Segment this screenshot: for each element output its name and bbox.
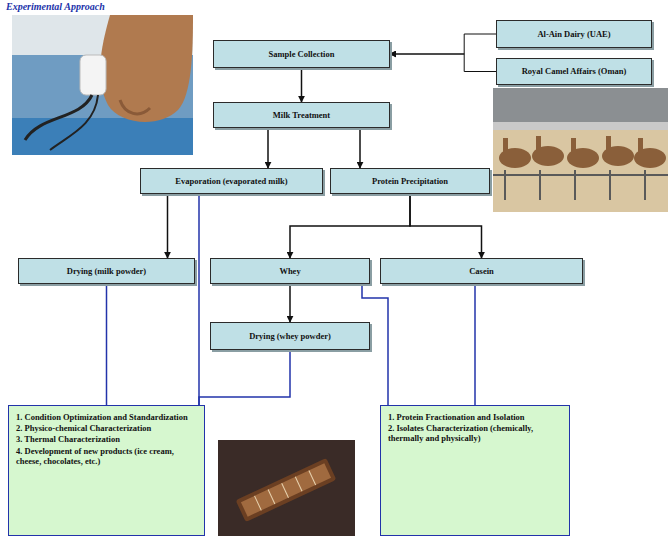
fence-rail xyxy=(493,174,668,176)
camel-herd xyxy=(499,136,666,168)
node-text: Al-Ain Dairy (UAE) xyxy=(502,29,646,39)
task-list-box: 1. Protein Fractionation and Isolation2.… xyxy=(380,405,570,536)
camel-neck xyxy=(638,138,643,158)
connector-line xyxy=(198,194,200,405)
node-text: Casein xyxy=(386,266,577,276)
process-box: Milk Treatment xyxy=(213,102,390,128)
diagram-title: Experimental Approach xyxy=(6,1,105,12)
stall-fence xyxy=(493,170,668,200)
fence-post xyxy=(644,170,646,200)
connector-line xyxy=(410,194,482,258)
bar-groove xyxy=(282,483,289,498)
process-box: Drying (whey powder) xyxy=(210,322,370,350)
process-box: Whey xyxy=(210,258,370,284)
connector-line xyxy=(290,194,410,258)
connector-line xyxy=(106,284,108,405)
bar-groove xyxy=(309,470,316,485)
camel-neck xyxy=(606,136,611,156)
node-text: Drying (whey powder) xyxy=(216,331,364,341)
bar-groove xyxy=(255,496,262,511)
bar-groove xyxy=(295,477,302,492)
node-text: 4. Development of new products (ice crea… xyxy=(16,446,197,466)
milking-cup xyxy=(80,55,106,95)
connector-line xyxy=(199,350,290,405)
bar-groove xyxy=(268,490,275,505)
udder-fold xyxy=(120,100,150,114)
chocolate-bar xyxy=(236,458,337,522)
connector-line xyxy=(267,128,269,168)
fence-post xyxy=(574,170,576,200)
node-text: 1. Condition Optimization and Standardiz… xyxy=(16,412,197,422)
photo-ground xyxy=(12,15,193,155)
node-text: 2. Physico-chemical Characterization xyxy=(16,423,197,433)
node-text: Drying (milk powder) xyxy=(24,266,189,276)
bar-top xyxy=(241,463,331,516)
udder-shape xyxy=(100,15,193,122)
process-box: Sample Collection xyxy=(213,40,390,68)
connector-line xyxy=(474,284,476,405)
node-text: Royal Camel Affairs (Oman) xyxy=(502,66,646,76)
connector-line xyxy=(301,68,303,102)
camel-neck xyxy=(503,138,508,158)
node-text: Sample Collection xyxy=(219,49,384,59)
fence-post xyxy=(609,170,611,200)
node-text: 3. Thermal Characterization xyxy=(16,434,197,444)
node-text: Whey xyxy=(216,266,364,276)
shed-roof xyxy=(493,88,668,122)
photo-ground xyxy=(218,440,355,536)
bar-body xyxy=(236,458,337,522)
connectors xyxy=(107,34,497,405)
milking-photo xyxy=(12,15,193,155)
task-list-box: 1. Condition Optimization and Standardiz… xyxy=(8,405,205,536)
source-box: Al-Ain Dairy (UAE) xyxy=(496,20,652,48)
fence-post xyxy=(539,170,541,200)
milk-hose xyxy=(25,95,92,140)
process-box: Evaporation (evaporated milk) xyxy=(140,168,323,194)
process-box: Protein Precipitation xyxy=(330,168,490,194)
node-text: Protein Precipitation xyxy=(336,176,484,186)
node-text: Evaporation (evaporated milk) xyxy=(146,176,317,186)
connector-line xyxy=(390,34,496,54)
fence-post xyxy=(504,170,506,200)
milk-hose xyxy=(50,95,98,150)
chocolate-photo xyxy=(218,440,355,536)
node-text: 1. Protein Fractionation and Isolation xyxy=(388,412,562,422)
connector-line xyxy=(390,54,496,72)
shed-beam xyxy=(493,122,668,130)
node-text: Milk Treatment xyxy=(219,110,384,120)
source-box: Royal Camel Affairs (Oman) xyxy=(496,58,652,85)
process-box: Drying (milk powder) xyxy=(18,258,195,284)
node-text: 2. Isolates Characterization (chemically… xyxy=(388,423,562,443)
camels-photo xyxy=(493,88,668,212)
connector-line xyxy=(289,284,291,322)
photo-ground xyxy=(493,88,668,212)
camel-neck xyxy=(571,138,576,158)
photo-rail xyxy=(12,118,193,155)
connector-line xyxy=(359,128,361,168)
process-box: Casein xyxy=(380,258,583,284)
connector-line xyxy=(167,194,169,258)
camel-neck xyxy=(536,136,541,156)
